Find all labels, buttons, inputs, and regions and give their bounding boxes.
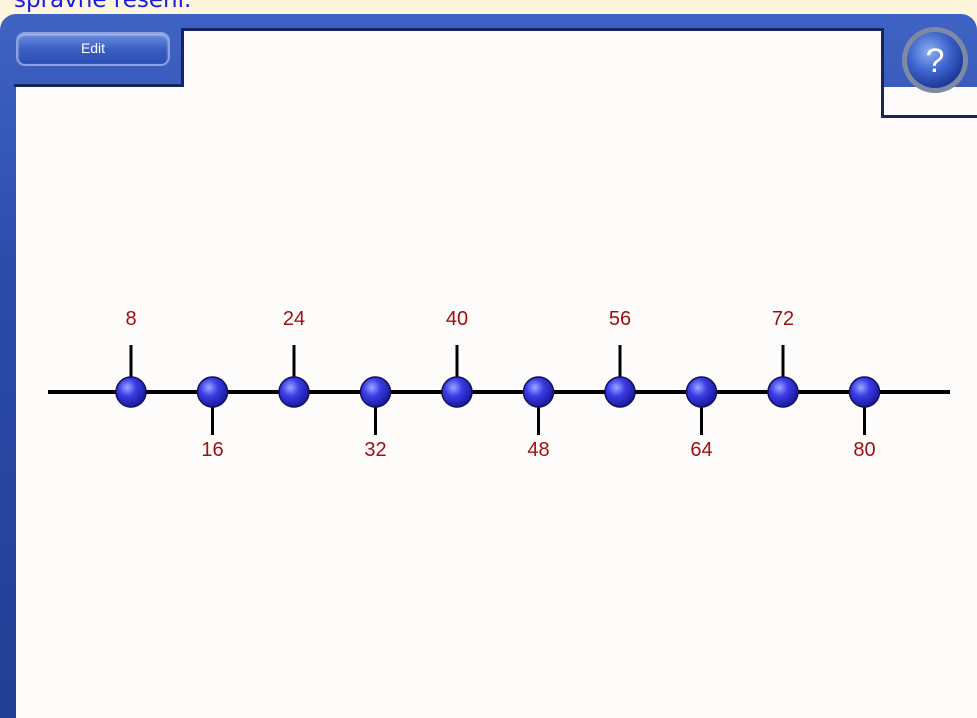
workspace-top <box>183 30 881 90</box>
number-line-label: 40 <box>446 308 468 330</box>
workspace <box>16 87 977 718</box>
help-button[interactable]: ? <box>895 26 975 106</box>
number-line-node[interactable] <box>278 376 310 408</box>
number-line-label: 48 <box>527 439 549 461</box>
number-line-label: 56 <box>609 308 631 330</box>
number-line-label: 8 <box>125 308 136 330</box>
number-line-node[interactable] <box>115 376 147 408</box>
help-tab-border-bottom <box>881 115 977 118</box>
number-line-node[interactable] <box>522 376 555 408</box>
help-symbol: ? <box>926 42 945 80</box>
number-line-node[interactable] <box>441 376 473 408</box>
number-line-label: 16 <box>201 439 223 461</box>
instruction-text: správné řešení. <box>14 0 192 13</box>
help-tab-border <box>881 28 884 118</box>
number-line-label: 64 <box>690 439 712 461</box>
number-line-label: 72 <box>772 308 794 330</box>
tab-border <box>14 84 184 87</box>
workspace-top-border <box>181 28 883 31</box>
number-line-node[interactable] <box>848 376 881 408</box>
number-line-node[interactable] <box>767 376 799 408</box>
tab-border-vertical <box>181 28 184 86</box>
number-line-label: 32 <box>364 439 386 461</box>
number-line-node[interactable] <box>685 376 718 408</box>
help-question-icon <box>907 32 963 88</box>
number-line-node[interactable] <box>359 376 392 408</box>
number-line-label: 80 <box>853 439 875 461</box>
number-line-label: 24 <box>283 308 305 330</box>
edit-button[interactable]: Edit <box>16 32 170 66</box>
number-line-node[interactable] <box>604 376 636 408</box>
number-line-node[interactable] <box>196 376 229 408</box>
